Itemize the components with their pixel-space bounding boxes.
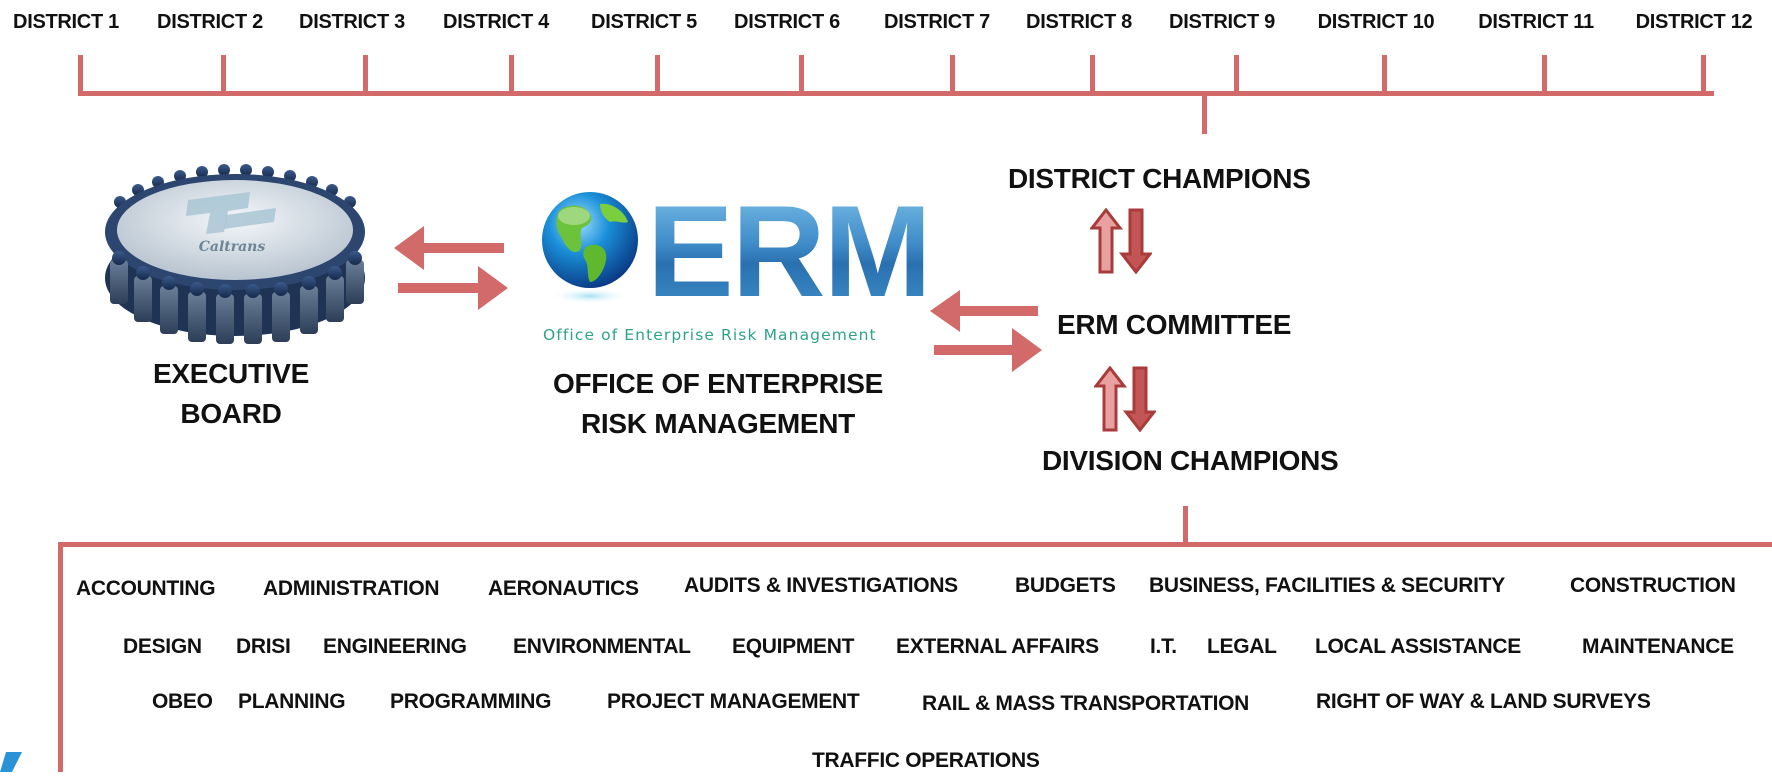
division-label: DRISI [236, 635, 291, 658]
division-label: BUSINESS, FACILITIES & SECURITY [1149, 574, 1505, 597]
district-tick [78, 55, 83, 95]
division-label: I.T. [1150, 635, 1177, 658]
up-down-arrows-icon [1092, 365, 1158, 433]
division-label: TRAFFIC OPERATIONS [812, 749, 1040, 772]
division-label: CONSTRUCTION [1570, 574, 1736, 597]
svg-text:Caltrans: Caltrans [199, 239, 266, 255]
district-label: DISTRICT 3 [299, 11, 405, 33]
district-tick [1542, 55, 1547, 95]
district-tick [221, 55, 226, 95]
executive-board-line2: BOARD [180, 398, 282, 429]
division-label: AUDITS & INVESTIGATIONS [684, 574, 958, 597]
division-label: LEGAL [1207, 635, 1277, 658]
erm-committee-label: ERM COMMITTEE [1057, 309, 1292, 340]
division-label: PLANNING [238, 690, 346, 713]
executive-board-title: EXECUTIVE BOARD [131, 354, 331, 434]
division-label: PROGRAMMING [390, 690, 552, 713]
up-down-arrows-icon [1088, 207, 1154, 275]
erm-logo-letters: ERM [647, 178, 932, 324]
district-label: DISTRICT 5 [591, 11, 697, 33]
district-stem [1202, 95, 1207, 134]
swap-arrows-icon [394, 226, 508, 310]
district-tick [509, 55, 514, 95]
district-label: DISTRICT 1 [13, 11, 119, 33]
executive-board-line1: EXECUTIVE [152, 358, 309, 389]
district-label: DISTRICT 4 [443, 11, 549, 33]
district-tick [1090, 55, 1095, 95]
division-label: EXTERNAL AFFAIRS [896, 635, 1099, 658]
division-label: MAINTENANCE [1582, 635, 1734, 658]
district-label: DISTRICT 12 [1635, 11, 1753, 33]
district-champions-label: DISTRICT CHAMPIONS [1008, 163, 1311, 194]
division-label: PROJECT MANAGEMENT [607, 690, 860, 713]
district-label: DISTRICT 7 [884, 11, 990, 33]
division-label: ADMINISTRATION [263, 577, 440, 600]
division-label: BUDGETS [1015, 574, 1116, 597]
erm-tagline: Office of Enterprise Risk Management [543, 326, 877, 344]
division-label: ENGINEERING [323, 635, 467, 658]
division-label: EQUIPMENT [732, 635, 855, 658]
district-label: DISTRICT 6 [734, 11, 840, 33]
district-tick [363, 55, 368, 95]
district-bus-line [78, 91, 1714, 96]
division-label: RAIL & MASS TRANSPORTATION [922, 692, 1250, 715]
office-title: OFFICE OF ENTERPRISE RISK MANAGEMENT [540, 364, 896, 444]
division-stem [1183, 506, 1188, 544]
division-bus-line [58, 542, 1772, 547]
district-label: DISTRICT 8 [1026, 11, 1132, 33]
division-label: AERONAUTICS [488, 577, 639, 600]
division-side-line [58, 542, 63, 772]
district-tick [655, 55, 660, 95]
caltrans-logo: Caltrans [186, 192, 276, 255]
district-tick [799, 55, 804, 95]
swap-arrows-icon [930, 290, 1042, 372]
division-label: ENVIRONMENTAL [513, 635, 691, 658]
division-label: DESIGN [123, 635, 202, 658]
division-champions-label: DIVISION CHAMPIONS [1042, 445, 1339, 476]
conference-table-icon: Caltrans [100, 160, 370, 350]
district-label: DISTRICT 2 [157, 11, 263, 33]
district-tick [950, 55, 955, 95]
district-label: DISTRICT 10 [1317, 11, 1435, 33]
division-label: LOCAL ASSISTANCE [1315, 635, 1521, 658]
district-tick [1234, 55, 1239, 95]
office-title-line1: OFFICE OF ENTERPRISE [552, 368, 884, 399]
division-label: OBEO [152, 690, 213, 713]
globe-icon [538, 190, 642, 308]
district-tick [1382, 55, 1387, 95]
district-tick [1701, 55, 1706, 95]
district-label: DISTRICT 9 [1169, 11, 1275, 33]
corner-mark [0, 752, 22, 772]
district-label: DISTRICT 11 [1478, 11, 1594, 33]
division-label: RIGHT OF WAY & LAND SURVEYS [1316, 690, 1651, 713]
office-title-line2: RISK MANAGEMENT [581, 408, 855, 439]
division-label: ACCOUNTING [76, 577, 216, 600]
